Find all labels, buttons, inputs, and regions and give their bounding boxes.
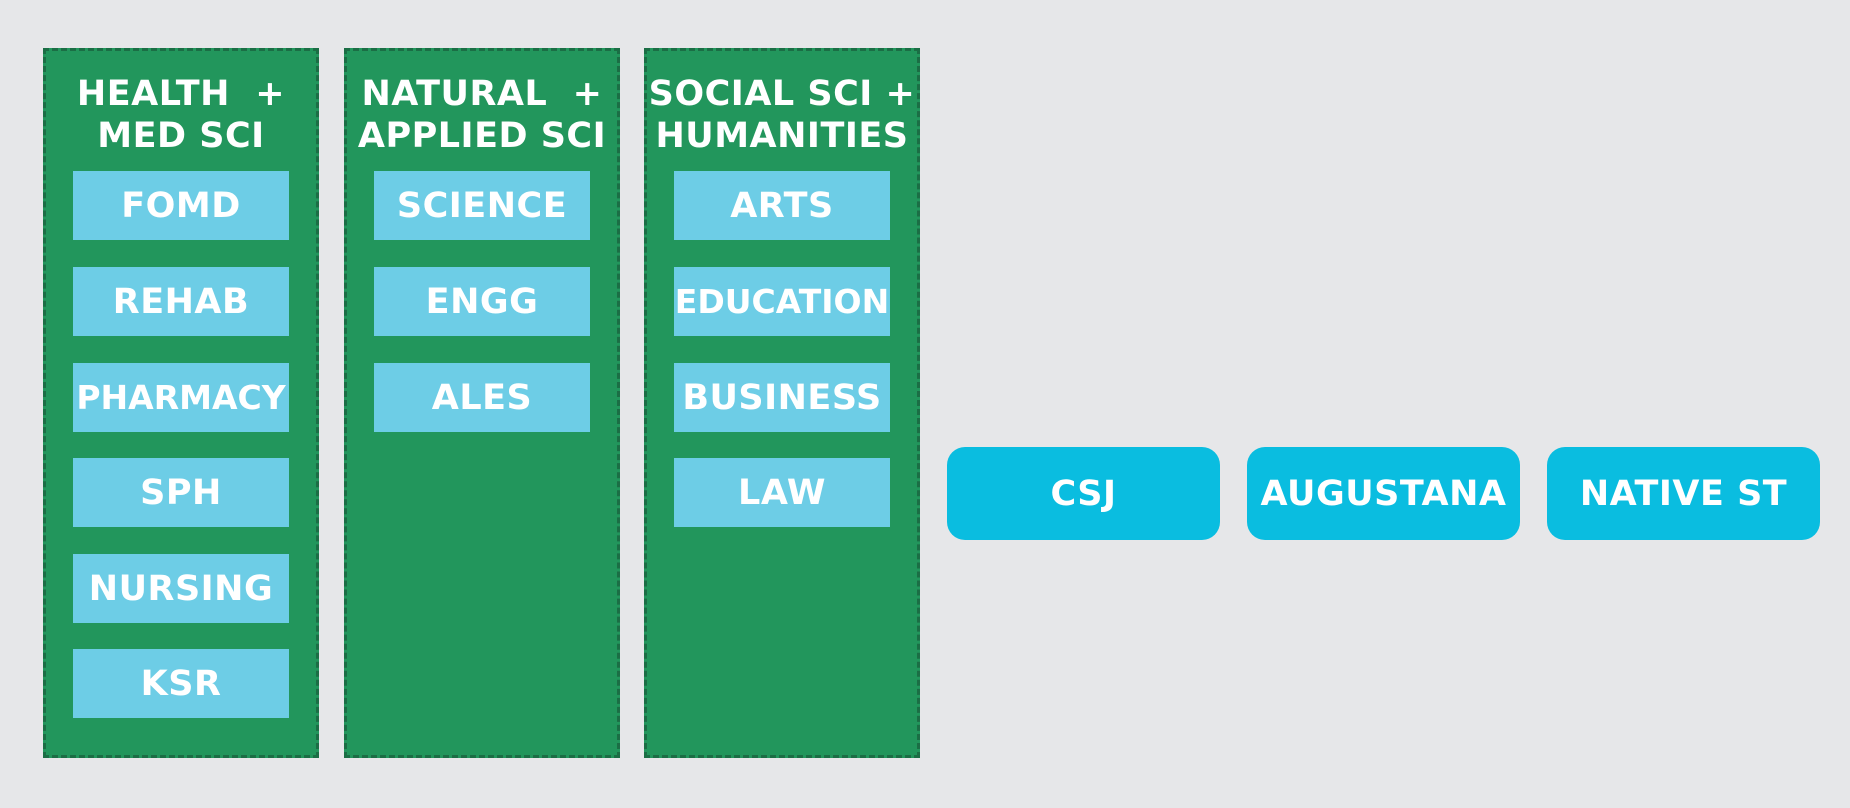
unit-rehab: REHAB: [73, 267, 289, 336]
unit-science: SCIENCE: [374, 171, 590, 240]
standalone-csj: CSJ: [947, 447, 1220, 540]
group-title: HEALTH + MED SCI: [76, 74, 286, 156]
unit-ksr: KSR: [73, 649, 289, 718]
standalone-augustana: AUGUSTANA: [1247, 447, 1520, 540]
unit-engg: ENGG: [374, 267, 590, 336]
unit-nursing: NURSING: [73, 554, 289, 623]
group-health-med-sci: HEALTH + MED SCI FOMD REHAB PHARMACY SPH…: [43, 48, 319, 758]
unit-business: BUSINESS: [674, 363, 890, 432]
group-title: SOCIAL SCI + HUMANITIES: [648, 74, 916, 156]
group-social-sci-humanities: SOCIAL SCI + HUMANITIES ARTS EDUCATION B…: [644, 48, 920, 758]
group-title: NATURAL + APPLIED SCI: [357, 74, 607, 156]
unit-arts: ARTS: [674, 171, 890, 240]
standalone-native-st: NATIVE ST: [1547, 447, 1820, 540]
unit-ales: ALES: [374, 363, 590, 432]
group-natural-applied-sci: NATURAL + APPLIED SCI SCIENCE ENGG ALES: [344, 48, 620, 758]
unit-pharmacy: PHARMACY: [73, 363, 289, 432]
unit-sph: SPH: [73, 458, 289, 527]
unit-fomd: FOMD: [73, 171, 289, 240]
unit-education: EDUCATION: [674, 267, 890, 336]
unit-law: LAW: [674, 458, 890, 527]
